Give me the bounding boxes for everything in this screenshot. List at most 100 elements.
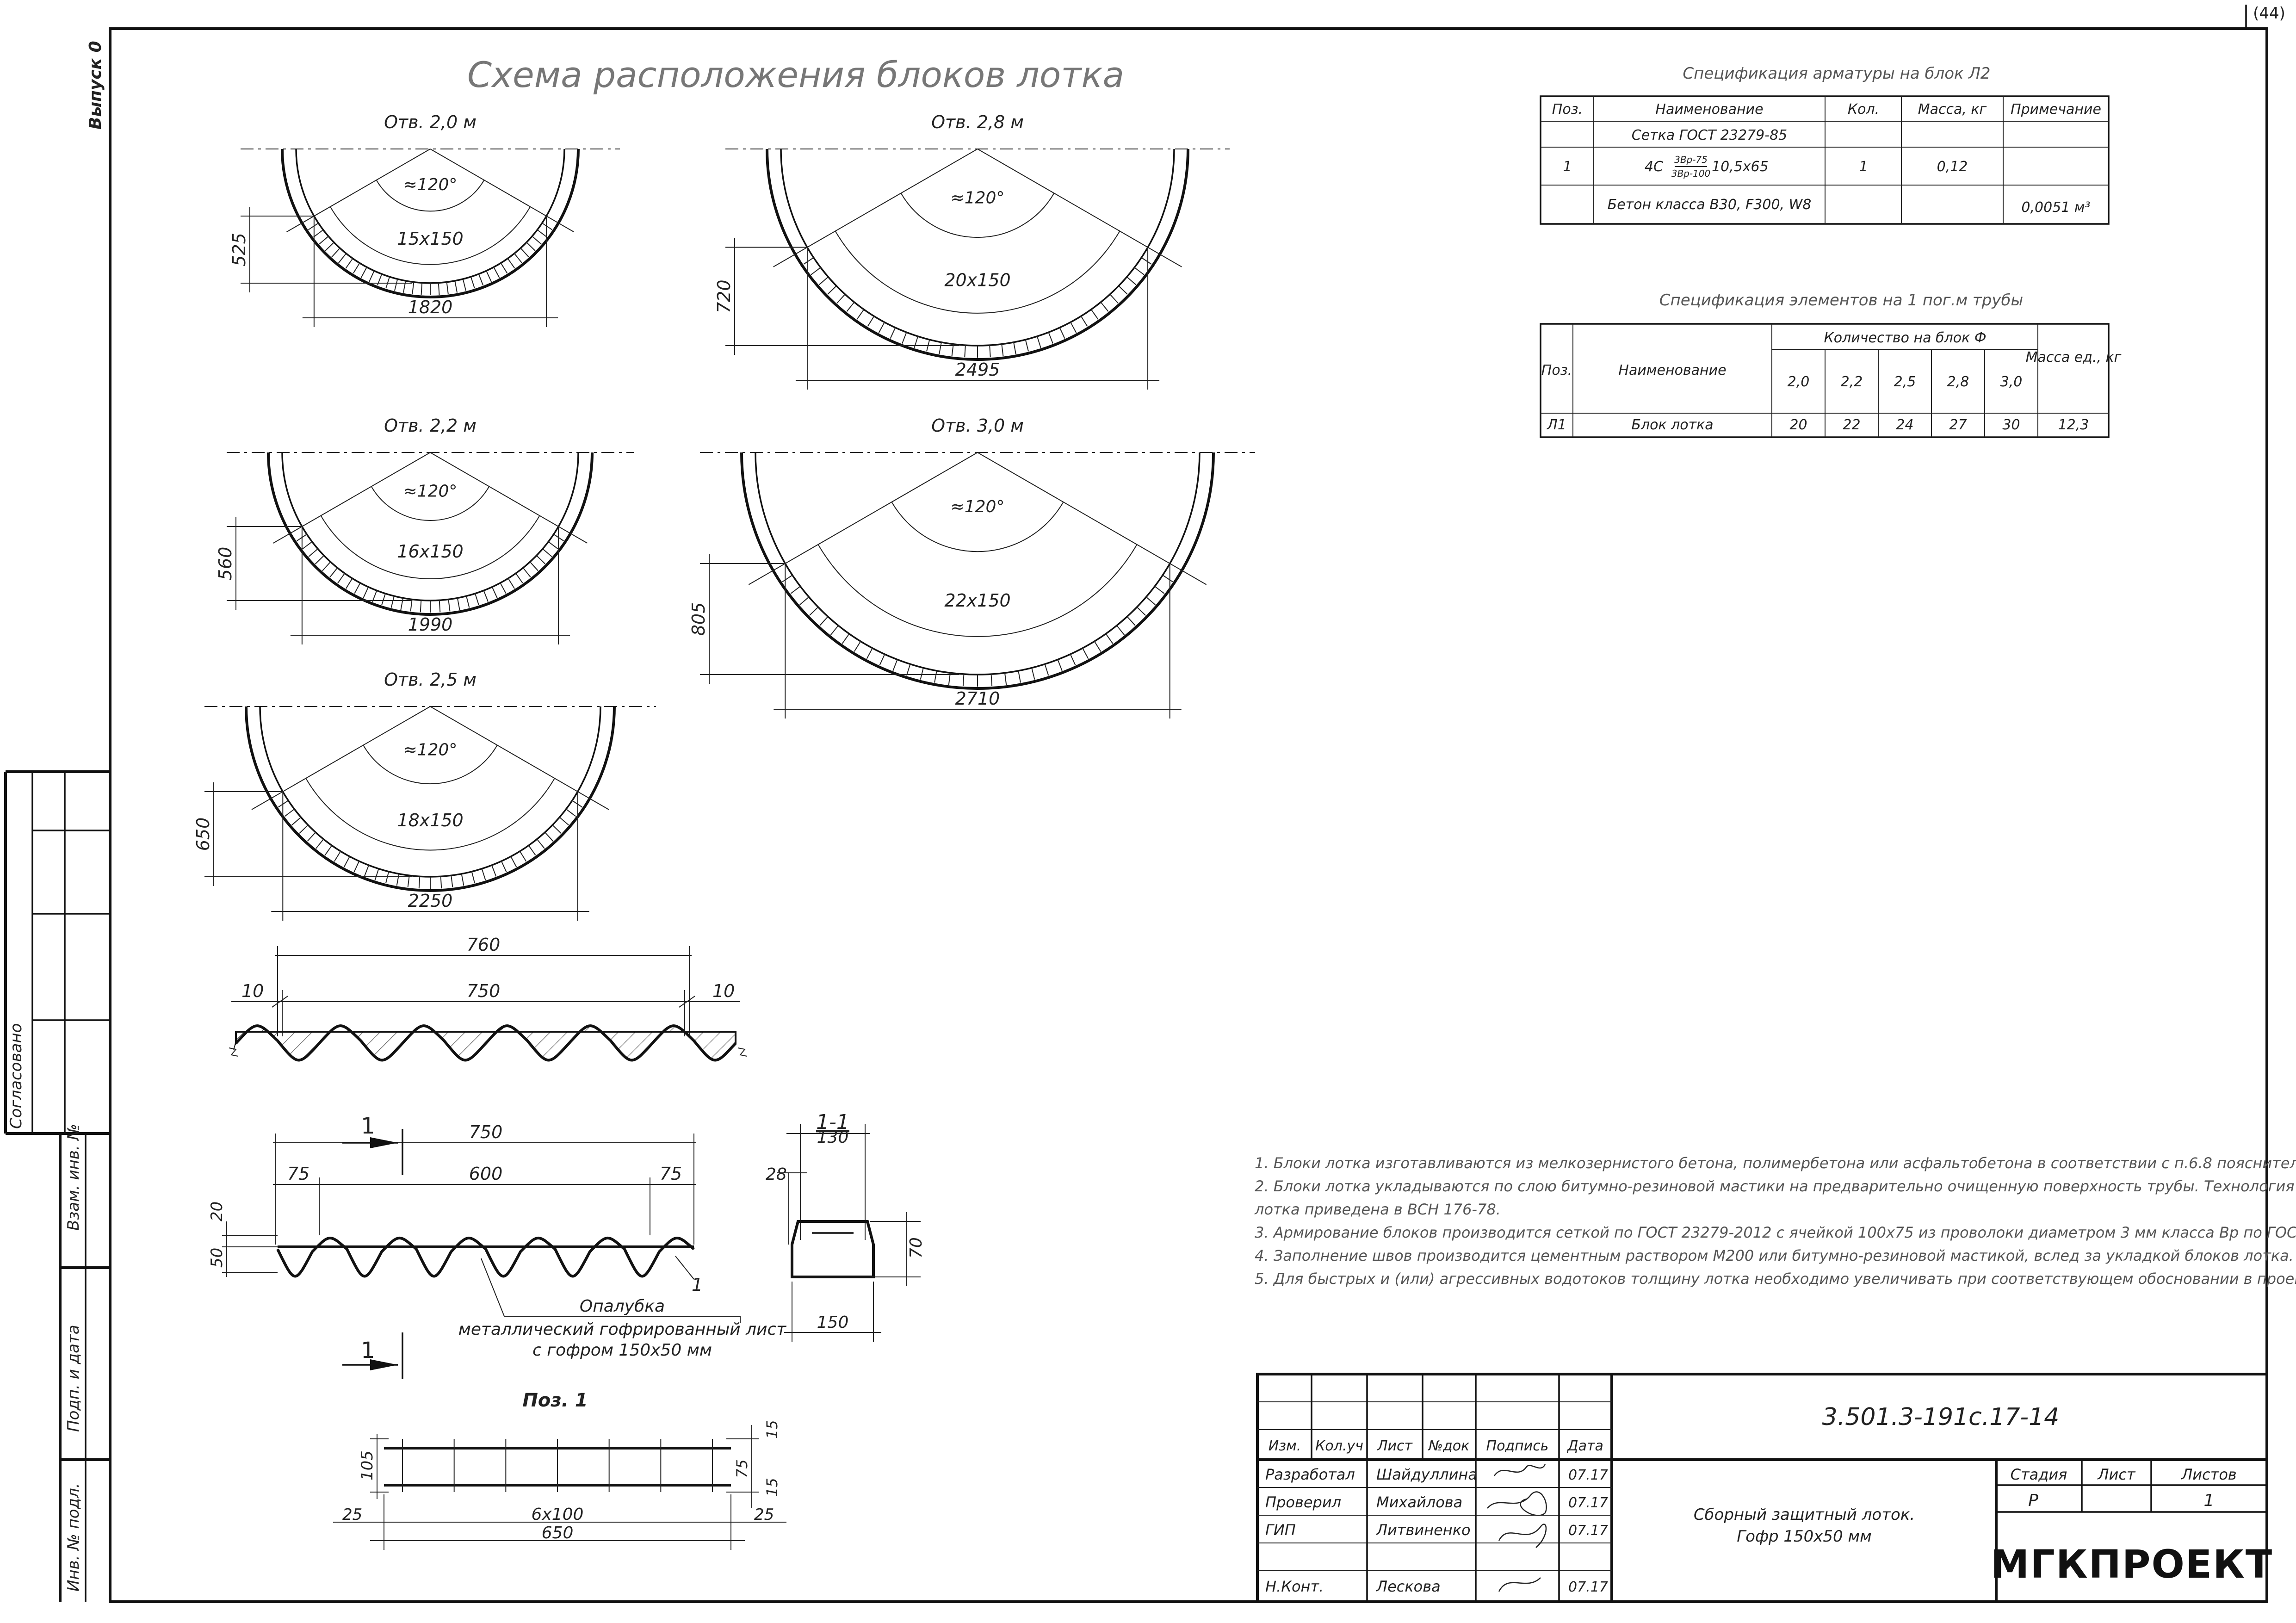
pos1-dim-15-top: 15 (763, 1420, 781, 1439)
section-mark-bottom: 1 (361, 1338, 375, 1363)
pos1-dim-105: 105 (358, 1450, 377, 1481)
rebar-spec-title: Спецификация арматуры на блок Л2 (1683, 64, 1990, 83)
tray-angle: ≈120° (403, 175, 458, 194)
stamp-date-4: 07.17 (1568, 1579, 1608, 1595)
dim-1-1-150: 150 (817, 1313, 849, 1332)
callout-line-1: Опалубка (580, 1297, 665, 1316)
elements-h-name: Наименование (1618, 362, 1726, 378)
stamp-name-4: Лескова (1376, 1578, 1441, 1595)
note-3: 3. Армирование блоков производится сетко… (1255, 1224, 2296, 1241)
stamp-stage: Р (2028, 1491, 2038, 1510)
rebar-row2-suffix: 10,5х65 (1712, 159, 1769, 175)
rebar-row3-name: Бетон класса В30, F300, W8 (1608, 197, 1812, 213)
note-2: 2. Блоки лотка укладываются по слою биту… (1255, 1177, 2296, 1195)
stamp-h-list: Лист (2097, 1466, 2135, 1483)
elements-h-diameter: 3,0 (2000, 374, 2023, 390)
section-1-1-label: 1-1 (816, 1110, 849, 1134)
elements-spec-table: Спецификация элементов на 1 пог.м трубы … (1540, 291, 2122, 438)
tray-angle: ≈120° (403, 482, 458, 501)
pos1-label: Поз. 1 (522, 1390, 588, 1411)
signatures (1487, 1464, 1547, 1592)
rebar-h-name: Наименование (1655, 101, 1763, 118)
note-4: 4. Заполнение швов производится цементны… (1255, 1247, 2294, 1264)
stamp-h-qty: Кол.уч (1315, 1438, 1363, 1454)
stamp-name-3: Литвиненко (1376, 1521, 1471, 1539)
elements-h-diameter: 2,8 (1947, 374, 1969, 390)
dim-1-1-70: 70 (907, 1237, 926, 1258)
rebar-row2-qty: 1 (1859, 159, 1868, 175)
notes-block: 1. Блоки лотка изготавливаются из мелкоз… (1254, 1154, 2296, 1288)
elements-row-mass: 12,3 (2058, 417, 2089, 433)
elements-h-diameter: 2,0 (1788, 374, 1810, 390)
tray-blocks: 20х150 (944, 270, 1010, 291)
callout-number: 1 (692, 1275, 703, 1295)
callout-line-2: металлический гофрированный лист (458, 1320, 787, 1339)
dim-formwork-750: 750 (469, 1122, 503, 1142)
stamp-role-4: Н.Конт. (1265, 1578, 1324, 1595)
section-mark-top: 1 (361, 1113, 375, 1139)
dim-formwork-20: 20 (208, 1202, 226, 1221)
tray-width: 2710 (955, 688, 1000, 709)
elements-h-qty: Количество на блок Ф (1824, 330, 1986, 346)
title-block: 3.501.3-191с.17-14 Изм. Кол.уч Лист №док… (1256, 1373, 2273, 1603)
tray-label: Отв. 2,0 м (384, 112, 477, 132)
rebar-h-note: Примечание (2011, 101, 2101, 118)
sheet-frame: (44) (109, 4, 2285, 1603)
tray-label: Отв. 2,8 м (931, 112, 1024, 132)
elements-row-value: 30 (2002, 417, 2020, 433)
elements-row-name: Блок лотка (1631, 417, 1713, 433)
dim-formwork-75-right: 75 (660, 1164, 682, 1184)
stamp-h-change: Изм. (1269, 1438, 1301, 1454)
tray-height: 650 (193, 818, 213, 851)
elements-row-value: 20 (1789, 417, 1807, 433)
rebar-row2-frac-bottom: 3Вр-100 (1671, 168, 1711, 179)
left-stamp-strip: Согласовано Взам. инв. № Подп. и дата Ин… (4, 41, 110, 1602)
agreed-label: Согласовано (7, 1023, 25, 1129)
dim-1-1-130: 130 (817, 1128, 849, 1147)
note-5: 5. Для быстрых и (или) агрессивных водот… (1255, 1270, 2296, 1288)
tray-label: Отв. 2,2 м (384, 415, 477, 436)
tray-width: 2495 (955, 359, 1000, 380)
stamp-h-sheet: Лист (1377, 1438, 1413, 1454)
tray-width: 1820 (408, 297, 453, 317)
rebar-h-qty: Кол. (1848, 101, 1879, 118)
stamp-date-1: 07.17 (1568, 1467, 1608, 1483)
dim-760: 760 (467, 935, 501, 955)
elements-h-pos: Поз. (1541, 362, 1572, 378)
pos1-dim-25-left: 25 (342, 1505, 362, 1524)
pos1-dim-25-right: 25 (754, 1505, 774, 1524)
rebar-row2-prefix: 4С (1645, 159, 1663, 175)
page-title: Схема расположения блоков лотка (467, 54, 1124, 95)
formwork-detail: 1 1 750 600 75 75 20 50 1 Опалубка метал… (208, 1113, 786, 1379)
tray-height: 525 (229, 233, 249, 266)
tray-blocks: 18х150 (397, 810, 463, 830)
rebar-h-mass: Масса, кг (1918, 101, 1987, 118)
stamp-name-2: Михайлова (1376, 1493, 1462, 1511)
sign-date-label: Подп. и дата (64, 1325, 83, 1432)
pos1-dim-spacing: 6х100 (532, 1505, 584, 1524)
pos1-dim-total: 650 (542, 1524, 574, 1542)
pos1-dim-75: 75 (733, 1459, 751, 1478)
pos1-dim-15-bottom: 15 (763, 1478, 781, 1497)
tray-angle: ≈120° (951, 497, 1005, 516)
tray-angle: ≈120° (403, 741, 458, 760)
corrugated-detail: 760 750 10 10 (229, 935, 748, 1062)
rebar-row2-pos: 1 (1563, 159, 1572, 175)
stamp-role-1: Разработал (1265, 1466, 1355, 1483)
elements-spec-title: Спецификация элементов на 1 пог.м трубы (1659, 291, 2024, 310)
company-logo: МГКПРОЕКТ (1991, 1542, 2273, 1587)
dim-formwork-600: 600 (469, 1164, 503, 1184)
tray-width: 2250 (408, 891, 453, 911)
dim-10-left: 10 (241, 981, 264, 1001)
doc-title-line-2: Гофр 150х50 мм (1737, 1527, 1872, 1546)
dim-1-1-28: 28 (766, 1165, 787, 1184)
stamp-role-3: ГИП (1265, 1521, 1296, 1539)
tray-blocks: 22х150 (944, 590, 1010, 611)
dim-10-right: 10 (712, 981, 735, 1001)
